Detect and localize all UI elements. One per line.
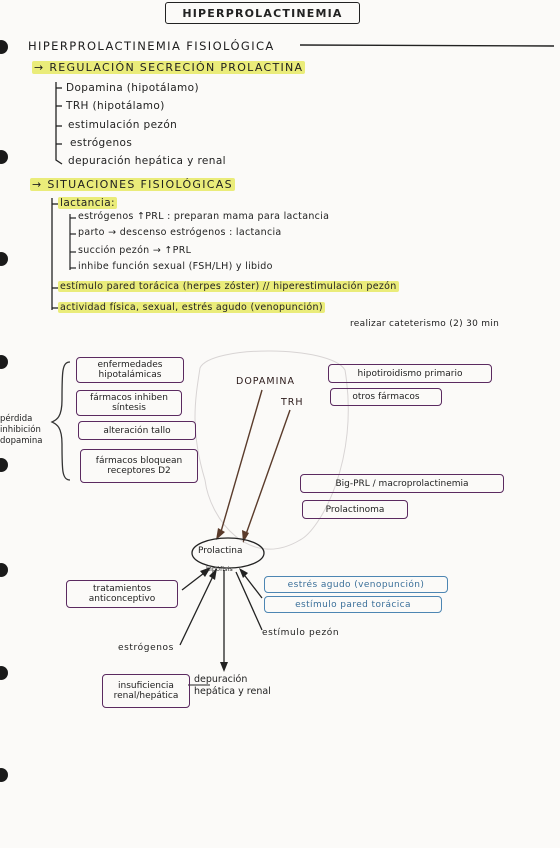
binder-hole: [0, 40, 8, 54]
lactation-label: lactancia:: [58, 197, 117, 209]
regulation-item: depuración hepática y renal: [68, 155, 226, 167]
binder-hole: [0, 563, 8, 577]
situations-heading: → SITUACIONES FISIOLÓGICAS: [30, 178, 235, 191]
dopamine-loss-label: pérdida inhibición dopamina: [0, 414, 43, 446]
diagram-box-left: fármacos inhiben síntesis: [76, 390, 182, 416]
regulation-heading: → REGULACIÓN SECRECIÓN PROLACTINA: [32, 61, 306, 74]
chest-wall-box: estímulo pared torácica: [264, 596, 442, 613]
lactation-item: estrógenos ↑PRL : preparan mama para lac…: [78, 211, 330, 222]
section-heading: HIPERPROLACTINEMIA FISIOLÓGICA: [28, 39, 275, 53]
lactation-item: inhibe función sexual (FSH/LH) y libido: [78, 261, 273, 272]
diagram-box-right: hipotiroidismo primario: [328, 364, 492, 383]
catheter-note: realizar cateterismo (2) 30 min: [350, 319, 500, 329]
binder-hole: [0, 252, 8, 266]
situations-heading-text: → SITUACIONES FISIOLÓGICAS: [30, 178, 235, 191]
diagram-box-left: alteración tallo: [78, 421, 196, 440]
page-title: HIPERPROLACTINEMIA: [165, 2, 360, 24]
stress-box: estrés agudo (venopunción): [264, 576, 448, 593]
binder-hole: [0, 355, 8, 369]
diagram-box-left: fármacos bloquean receptores D2: [80, 449, 198, 483]
diagram-box-right: Big-PRL / macroprolactinemia: [300, 474, 504, 493]
regulation-item: Dopamina (hipotálamo): [66, 82, 199, 94]
diagram-box-left: enfermedades hipotalámicas: [76, 357, 184, 383]
contraceptive-box: tratamientos anticonceptivo: [66, 580, 178, 608]
estrogens-label: estrógenos: [118, 643, 174, 653]
chest-wall-text: estímulo pared torácica (herpes zóster) …: [58, 281, 399, 292]
binder-hole: [0, 768, 8, 782]
diagram-box-right: Prolactinoma: [302, 500, 408, 519]
dopamine-label: DOPAMINA: [236, 376, 296, 387]
regulation-item: TRH (hipotálamo): [66, 100, 165, 112]
activity-line: actividad física, sexual, estrés agudo (…: [58, 302, 325, 313]
lactation-label-text: lactancia:: [58, 197, 117, 209]
heading-underline: [300, 44, 555, 47]
diagram-lines: [50, 350, 349, 686]
clearance-label: depuración hepática y renal: [194, 674, 271, 697]
regulation-heading-text: → REGULACIÓN SECRECIÓN PROLACTINA: [32, 61, 306, 74]
situations-bracket: [51, 198, 58, 310]
lactation-item: parto → descenso estrógenos : lactancia: [78, 227, 282, 238]
regulation-item: estrógenos: [70, 137, 133, 149]
nipple-label: estímulo pezón: [262, 628, 340, 638]
lactation-bracket: [69, 214, 76, 270]
pituitary-label: hipófisis: [206, 565, 233, 573]
trh-label: TRH: [281, 397, 304, 408]
regulation-bracket: [55, 82, 63, 165]
lactation-item: succión pezón → ↑PRL: [78, 245, 192, 256]
prolactin-label: Prolactina: [198, 546, 243, 556]
binder-hole: [0, 666, 8, 680]
failure-box: insuficiencia renal/hepática: [102, 674, 190, 708]
diagram-box-right: otros fármacos: [330, 388, 442, 406]
chest-wall-line: estímulo pared torácica (herpes zóster) …: [58, 281, 399, 292]
regulation-item: estimulación pezón: [68, 119, 178, 131]
activity-text: actividad física, sexual, estrés agudo (…: [58, 302, 325, 313]
binder-hole: [0, 150, 8, 164]
binder-hole: [0, 458, 8, 472]
